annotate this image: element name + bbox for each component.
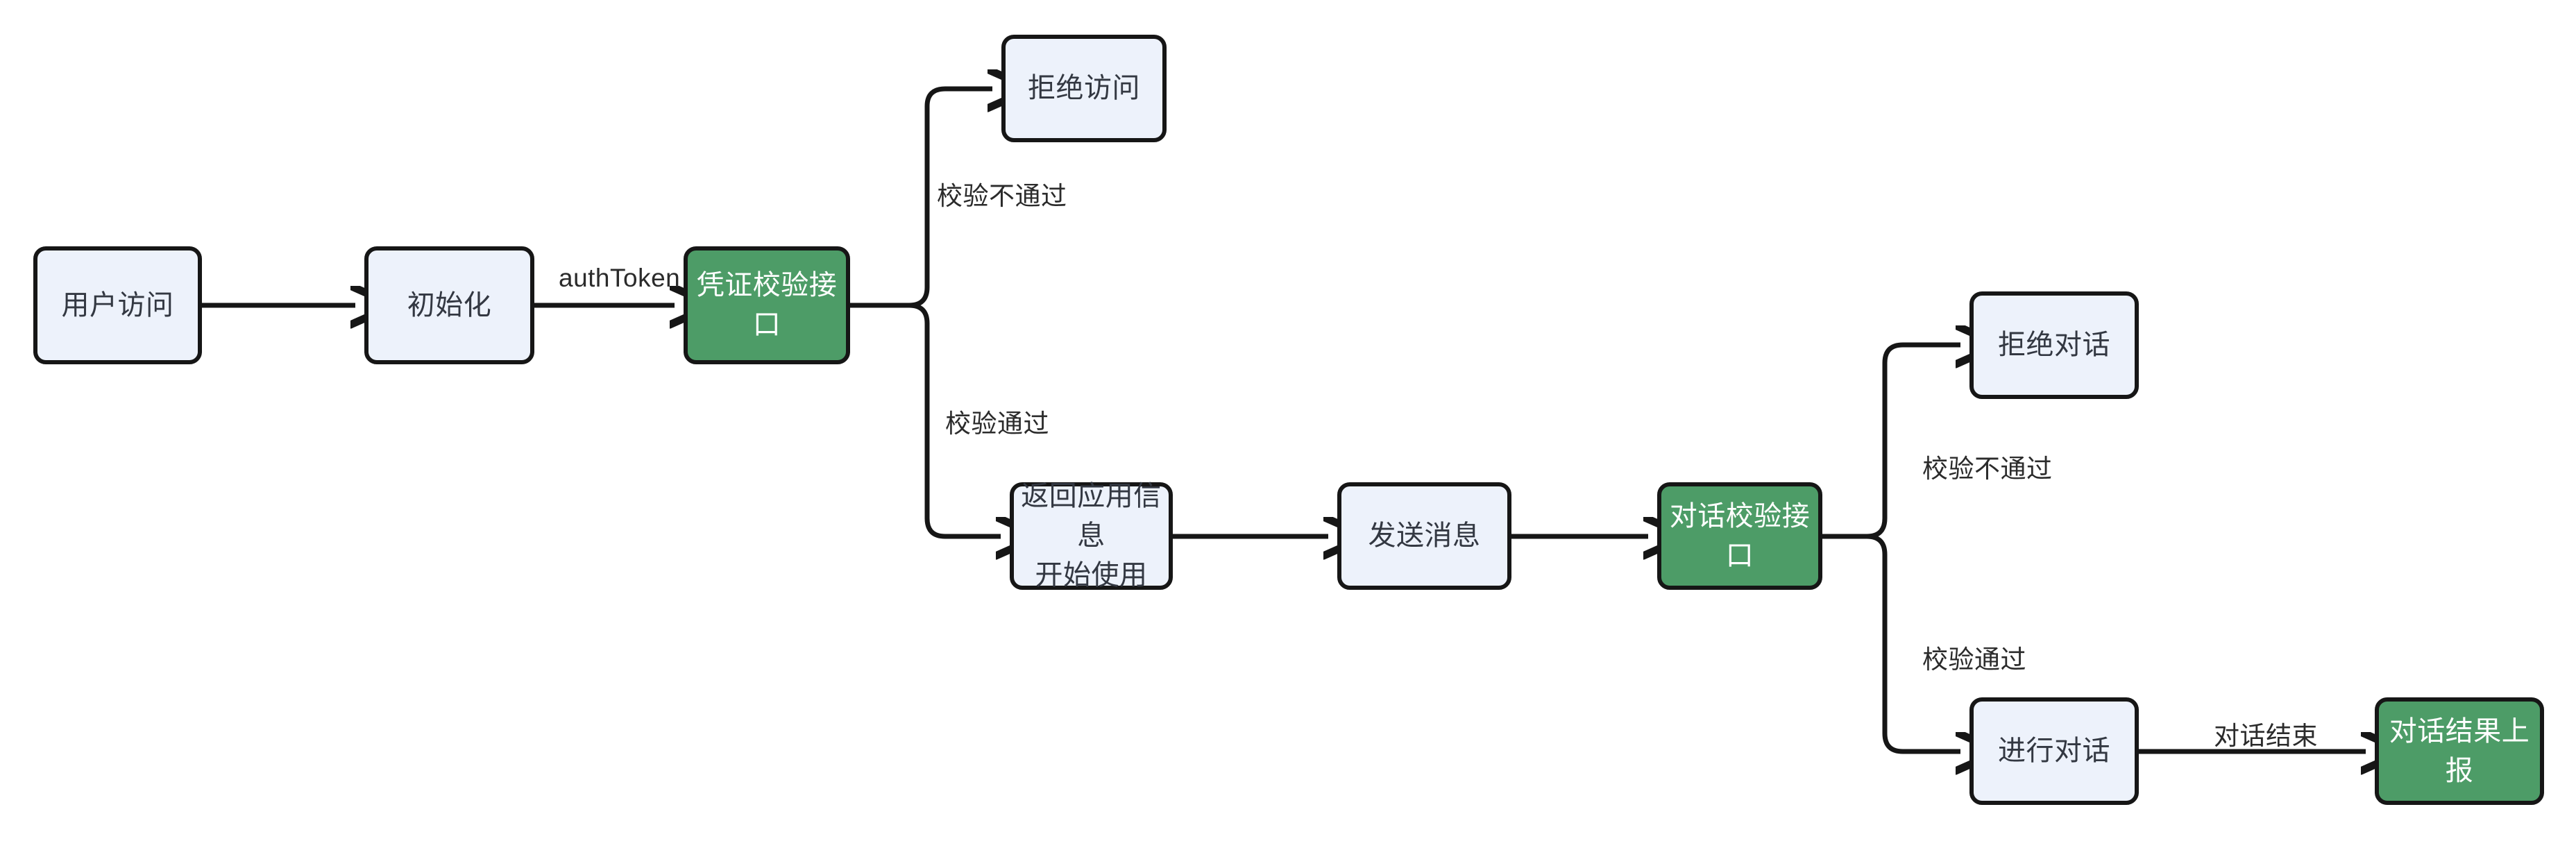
edge-label-chat-verify-fail: 校验不通过 bbox=[1922, 455, 2053, 483]
node-user-access[interactable]: 用户访问 bbox=[33, 246, 202, 364]
edge-label-chat-end: 对话结束 bbox=[2214, 722, 2318, 750]
node-init[interactable]: 初始化 bbox=[364, 246, 534, 364]
node-chat-verify-api[interactable]: 对话校验接口 bbox=[1657, 482, 1822, 590]
node-deny-access[interactable]: 拒绝访问 bbox=[1001, 35, 1167, 142]
node-label: 进行对话 bbox=[1998, 736, 2110, 767]
node-label: 拒绝对话 bbox=[1998, 330, 2110, 361]
edge-label-auth-verify-fail: 校验不通过 bbox=[937, 182, 1067, 210]
edge-label-chat-verify-pass: 校验通过 bbox=[1922, 645, 2026, 674]
node-deny-chat[interactable]: 拒绝对话 bbox=[1969, 291, 2139, 399]
node-send-message[interactable]: 发送消息 bbox=[1337, 482, 1511, 590]
edge-chat-verify-to-deny-chat bbox=[1866, 345, 1960, 539]
node-label: 拒绝访问 bbox=[1028, 73, 1140, 104]
node-label: 返回应用信息 开始使用 bbox=[1021, 481, 1162, 591]
edge-auth-verify-to-return-app-info bbox=[908, 303, 1001, 536]
node-report-chat-result[interactable]: 对话结果上报 bbox=[2375, 697, 2544, 805]
node-label: 对话结果上报 bbox=[2389, 715, 2530, 786]
edge-label-auth-verify-pass: 校验通过 bbox=[945, 409, 1049, 438]
edge-label-auth-token: authToken bbox=[559, 264, 681, 292]
node-label: 对话校验接口 bbox=[1669, 500, 1811, 571]
node-label: 初始化 bbox=[407, 289, 492, 321]
node-label: 发送消息 bbox=[1368, 520, 1481, 552]
edge-auth-verify-to-deny-access bbox=[908, 89, 992, 308]
node-do-chat[interactable]: 进行对话 bbox=[1969, 697, 2139, 805]
edge-chat-verify-to-do-chat bbox=[1866, 534, 1960, 751]
node-label: 用户访问 bbox=[61, 289, 174, 321]
node-auth-verify-api[interactable]: 凭证校验接口 bbox=[684, 246, 850, 364]
node-return-app-info[interactable]: 返回应用信息 开始使用 bbox=[1010, 481, 1173, 591]
node-label: 凭证校验接口 bbox=[696, 270, 838, 340]
